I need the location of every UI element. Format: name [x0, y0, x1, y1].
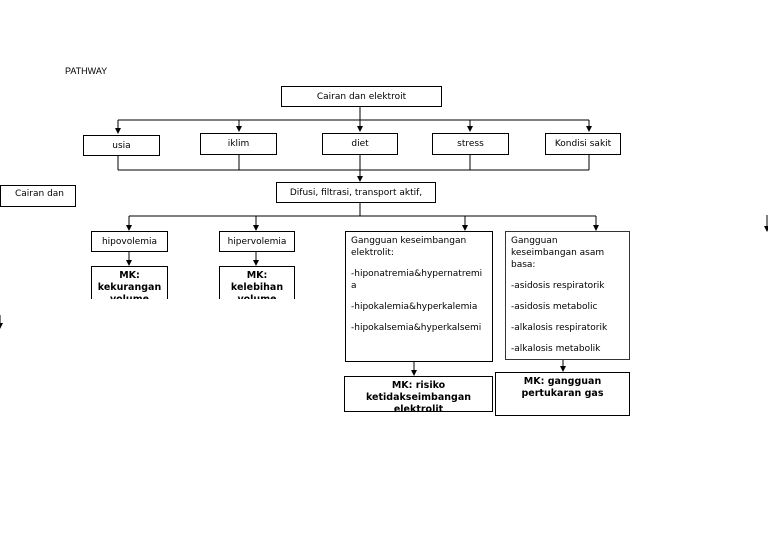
asam-basa-item: -alkalosis metabolik: [511, 344, 601, 354]
factor-diet: diet: [322, 133, 398, 155]
process-node: Difusi, filtrasi, transport aktif,: [276, 182, 436, 203]
disorder-elektrolit: Gangguan keseimbangan elektrolit: -hipon…: [345, 231, 493, 362]
factor-stress: stress: [432, 133, 509, 155]
factor-usia: usia: [83, 135, 160, 156]
elektrolit-item: -hipokalsemia&hyperkalsemi: [351, 323, 482, 333]
asam-basa-item: -asidosis metabolic: [511, 302, 598, 312]
diagnosis-elektrolit: MK: risiko ketidakseimbangan elektrolit: [344, 376, 493, 412]
asam-basa-item: -alkalosis respiratorik: [511, 323, 608, 333]
diagnosis-asam-basa: MK: gangguan pertukaran gas: [495, 372, 630, 416]
side-node-cairan: Cairan dan: [0, 185, 76, 207]
root-node: Cairan dan elektroit: [281, 86, 442, 107]
asam-basa-item: -asidosis respiratorik: [511, 281, 605, 291]
diagnosis-hipovolemia: MK: kekurangan volume: [91, 266, 168, 299]
elektrolit-title: Gangguan keseimbangan elektrolit:: [351, 236, 467, 258]
disorder-asam-basa: Gangguan keseimbangan asam basa: -asidos…: [505, 231, 630, 360]
diagnosis-hipervolemia: MK: kelebihan volume: [219, 266, 295, 299]
asam-basa-title: Gangguan keseimbangan asam basa:: [511, 236, 605, 270]
page-title: PATHWAY: [65, 66, 108, 76]
factor-kondisi-sakit: Kondisi sakit: [545, 133, 621, 155]
disorder-hipervolemia: hipervolemia: [219, 231, 295, 252]
elektrolit-item: -hiponatremia&hypernatremia: [351, 269, 483, 291]
elektrolit-item: -hipokalemia&hyperkalemia: [351, 302, 478, 312]
disorder-hipovolemia: hipovolemia: [91, 231, 168, 252]
factor-iklim: iklim: [200, 133, 277, 155]
